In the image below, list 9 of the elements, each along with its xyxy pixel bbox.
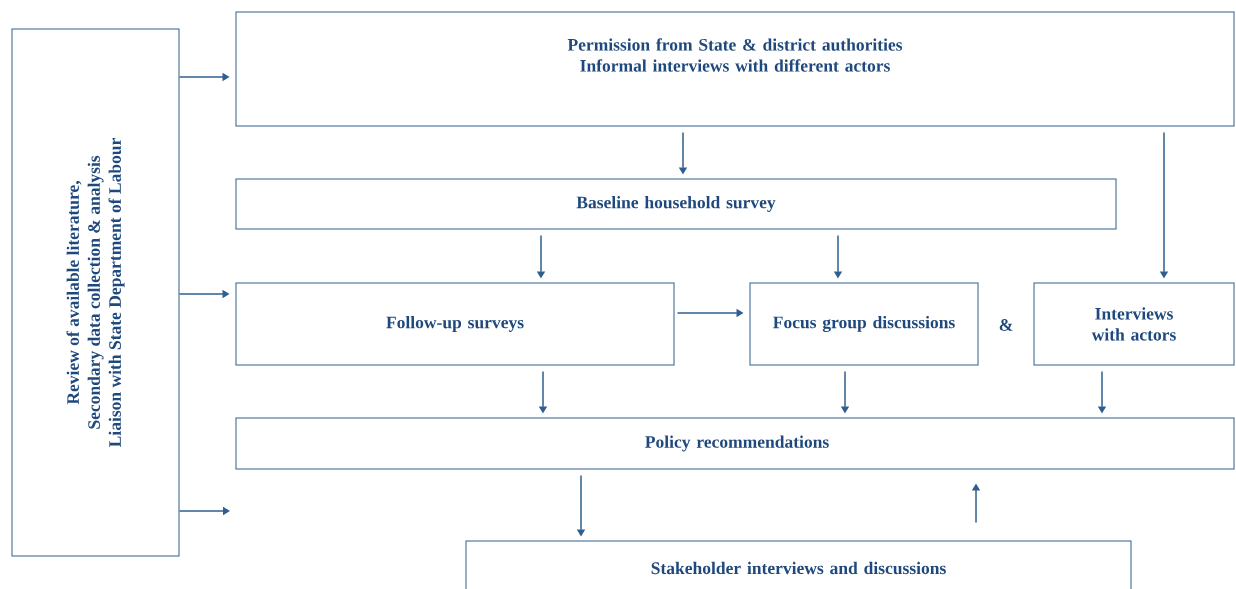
process-box: Interviews with actors — [1033, 282, 1235, 366]
process-box: Follow-up surveys — [235, 282, 675, 366]
method-box: Review of available literature, Secondary data collection & analysis Liaison with State Department of Labour — [11, 28, 180, 557]
process-box: Permission from State & district authorities Informal interviews with different actors — [235, 11, 1235, 127]
process-box: Policy recommendations — [235, 417, 1235, 470]
ampersand-label: & — [999, 319, 1013, 331]
process-box: Baseline household survey — [235, 178, 1117, 230]
process-box: Focus group discussions — [749, 282, 979, 366]
process-box: Stakeholder interviews and discussions — [465, 540, 1132, 589]
